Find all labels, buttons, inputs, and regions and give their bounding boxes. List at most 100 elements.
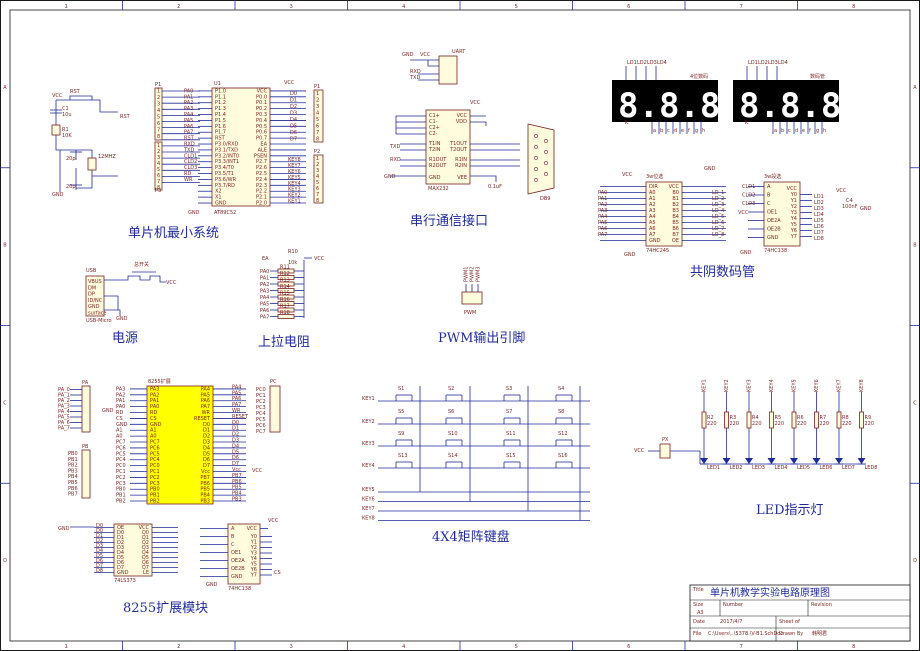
mcu-pin-left-17: X2 bbox=[215, 189, 222, 195]
ls373-chip bbox=[113, 523, 153, 577]
ls373-pin-left-6: D5 bbox=[117, 555, 124, 561]
led-resistor-0 bbox=[701, 411, 707, 429]
hc245-pin-left-3: A2 bbox=[649, 202, 656, 208]
hc138e-pin-5: OE2B bbox=[231, 566, 245, 572]
led-label-6: LED7 bbox=[842, 465, 855, 471]
keypad-net-7: KEY8 bbox=[362, 516, 375, 522]
hc245-ref: 74HC245 bbox=[646, 248, 669, 254]
led-key-7: KEY8 bbox=[859, 379, 865, 392]
hc138d-cld-2: CLD3 bbox=[742, 201, 755, 207]
p8255-net-left-6: GND bbox=[116, 422, 128, 428]
hc245-ld-6: LD_7 bbox=[712, 226, 724, 232]
mcu-net-left-11: CLD1 bbox=[184, 153, 197, 159]
p0-net-5: D5 bbox=[290, 124, 297, 130]
p8255-net-left-5: CS bbox=[116, 416, 123, 422]
p8255-net-right-7: D1 bbox=[232, 426, 239, 432]
hc138d-ld-3: LD4 bbox=[814, 212, 824, 218]
mcu-net-left-5: PA5 bbox=[184, 118, 193, 124]
pb-net-0: PB0 bbox=[68, 451, 78, 457]
mcu-pin-right-5: P0.4 bbox=[256, 118, 267, 124]
ls373-pin-left-8: D7 bbox=[117, 565, 124, 571]
pc-net-2: PC2 bbox=[256, 399, 266, 405]
led-res-val-5: 220 bbox=[820, 421, 830, 427]
p8255-pin-right-14: Vcc bbox=[201, 469, 210, 475]
frame-col-top: 5 bbox=[515, 4, 518, 10]
led-resistor-3 bbox=[769, 411, 774, 429]
led-key-4: KEY5 bbox=[792, 379, 798, 392]
led-key-1: KEY2 bbox=[724, 379, 730, 392]
mcu-pin-right-14: P2.5 bbox=[256, 171, 267, 177]
led-key-2: KEY3 bbox=[747, 379, 753, 392]
ls373-pin-left-0: OE bbox=[117, 525, 124, 531]
pc-net-0: PC0 bbox=[256, 387, 266, 393]
ls373-net-left-2: D1 bbox=[96, 533, 103, 539]
power-vcc: VCC bbox=[166, 280, 177, 286]
max232-pin-left-6: R1OUT bbox=[429, 157, 447, 163]
frame-col-top: 8 bbox=[852, 4, 855, 10]
hc245-pin-right-3: B2 bbox=[672, 202, 679, 208]
ls373-net-left-5: D4 bbox=[96, 548, 103, 554]
max232-pin-right-1: VDD bbox=[456, 119, 467, 125]
max232-pin-left-5: T2IN bbox=[428, 147, 441, 153]
mcu-pin-right-2: P0.1 bbox=[256, 100, 267, 106]
p8255-net-left-0: PA3 bbox=[116, 386, 125, 392]
mcu-chip bbox=[211, 87, 271, 207]
led-resistor-5 bbox=[814, 411, 819, 429]
ls373-net-left-8: D7 bbox=[96, 563, 103, 569]
ls373-pin-right-2: Q1 bbox=[142, 535, 149, 541]
pa-net-0: PA_0 bbox=[58, 387, 70, 393]
p8255-net-left-1: PA2 bbox=[116, 392, 125, 398]
pullup-ref: R10 bbox=[288, 249, 298, 255]
mcu-net-left-12: CLD2 bbox=[184, 159, 197, 165]
max232-pin-right-0: VCC bbox=[457, 113, 468, 119]
db9-ref: DB9 bbox=[540, 196, 550, 202]
display-1-k: K bbox=[625, 120, 629, 126]
pb-header-label: PB bbox=[82, 444, 89, 450]
pullup-ref-2: R13 bbox=[280, 278, 290, 284]
ls373-net-left-4: D3 bbox=[96, 543, 103, 549]
mcu-pin-right-15: P2.4 bbox=[256, 177, 267, 183]
rst-net-label: RST bbox=[120, 114, 131, 120]
mcu-net-right-key-5: KEY3 bbox=[288, 187, 301, 193]
p3-header-pin: 2 bbox=[157, 149, 160, 155]
p3-header-pin: 8 bbox=[157, 185, 160, 191]
mcu-pin-left-19: GND bbox=[215, 201, 227, 207]
led-array: KEY1R2220LED1KEY2R3220LED2KEY3R4220LED3K… bbox=[648, 379, 877, 471]
pb-net-2: PB2 bbox=[68, 463, 78, 469]
hc245-vcc: VCC bbox=[622, 172, 633, 178]
led-diode-3 bbox=[767, 458, 776, 464]
pc-header-label: PC bbox=[270, 379, 277, 385]
hc245-gnd: GND bbox=[704, 166, 716, 172]
ls373-pin-right-1: Q0 bbox=[142, 530, 149, 536]
hc138d-ld-0: LD1 bbox=[814, 194, 824, 200]
p8255-net-left-16: PC3 bbox=[116, 481, 126, 487]
keypad-switch-1: S2 bbox=[448, 386, 454, 392]
p8255-pin-right-5: RESET bbox=[194, 416, 211, 422]
keypad-switch-6: S7 bbox=[506, 409, 512, 415]
led-resistor-2 bbox=[746, 411, 752, 429]
frame-row-left: D bbox=[3, 558, 7, 564]
ls373-net-left-3: D2 bbox=[96, 538, 103, 544]
ls373-pin-right-7: Q6 bbox=[142, 560, 149, 566]
p2-header-pin: 2 bbox=[316, 162, 319, 168]
p8255-pin-right-15: PB7 bbox=[200, 475, 210, 481]
led-res-ref-7: R9 bbox=[865, 415, 872, 421]
display-seg-label: e bbox=[802, 128, 805, 134]
p8255-pin-left-9: PC7 bbox=[150, 440, 160, 446]
db9-pin-top bbox=[534, 178, 538, 182]
uart-ref: UART bbox=[452, 49, 466, 55]
keypad-switch-9: S10 bbox=[448, 431, 458, 437]
max232-txd: TXD bbox=[389, 144, 400, 150]
max232-pin-left-7: R2OUT bbox=[429, 163, 447, 169]
mcu-part: AT89C52 bbox=[214, 210, 236, 216]
display-seg-label: b bbox=[781, 128, 784, 134]
ls373-net-left-6: D5 bbox=[96, 553, 103, 559]
p2-header-pin: 7 bbox=[316, 192, 319, 198]
display-1 bbox=[612, 80, 718, 122]
led-diode-6 bbox=[835, 458, 843, 464]
hc245-pin-right-8: B7 bbox=[672, 232, 679, 238]
max232-pin-right-8: VEE bbox=[457, 175, 467, 181]
p3-header-pin: 3 bbox=[157, 155, 160, 161]
